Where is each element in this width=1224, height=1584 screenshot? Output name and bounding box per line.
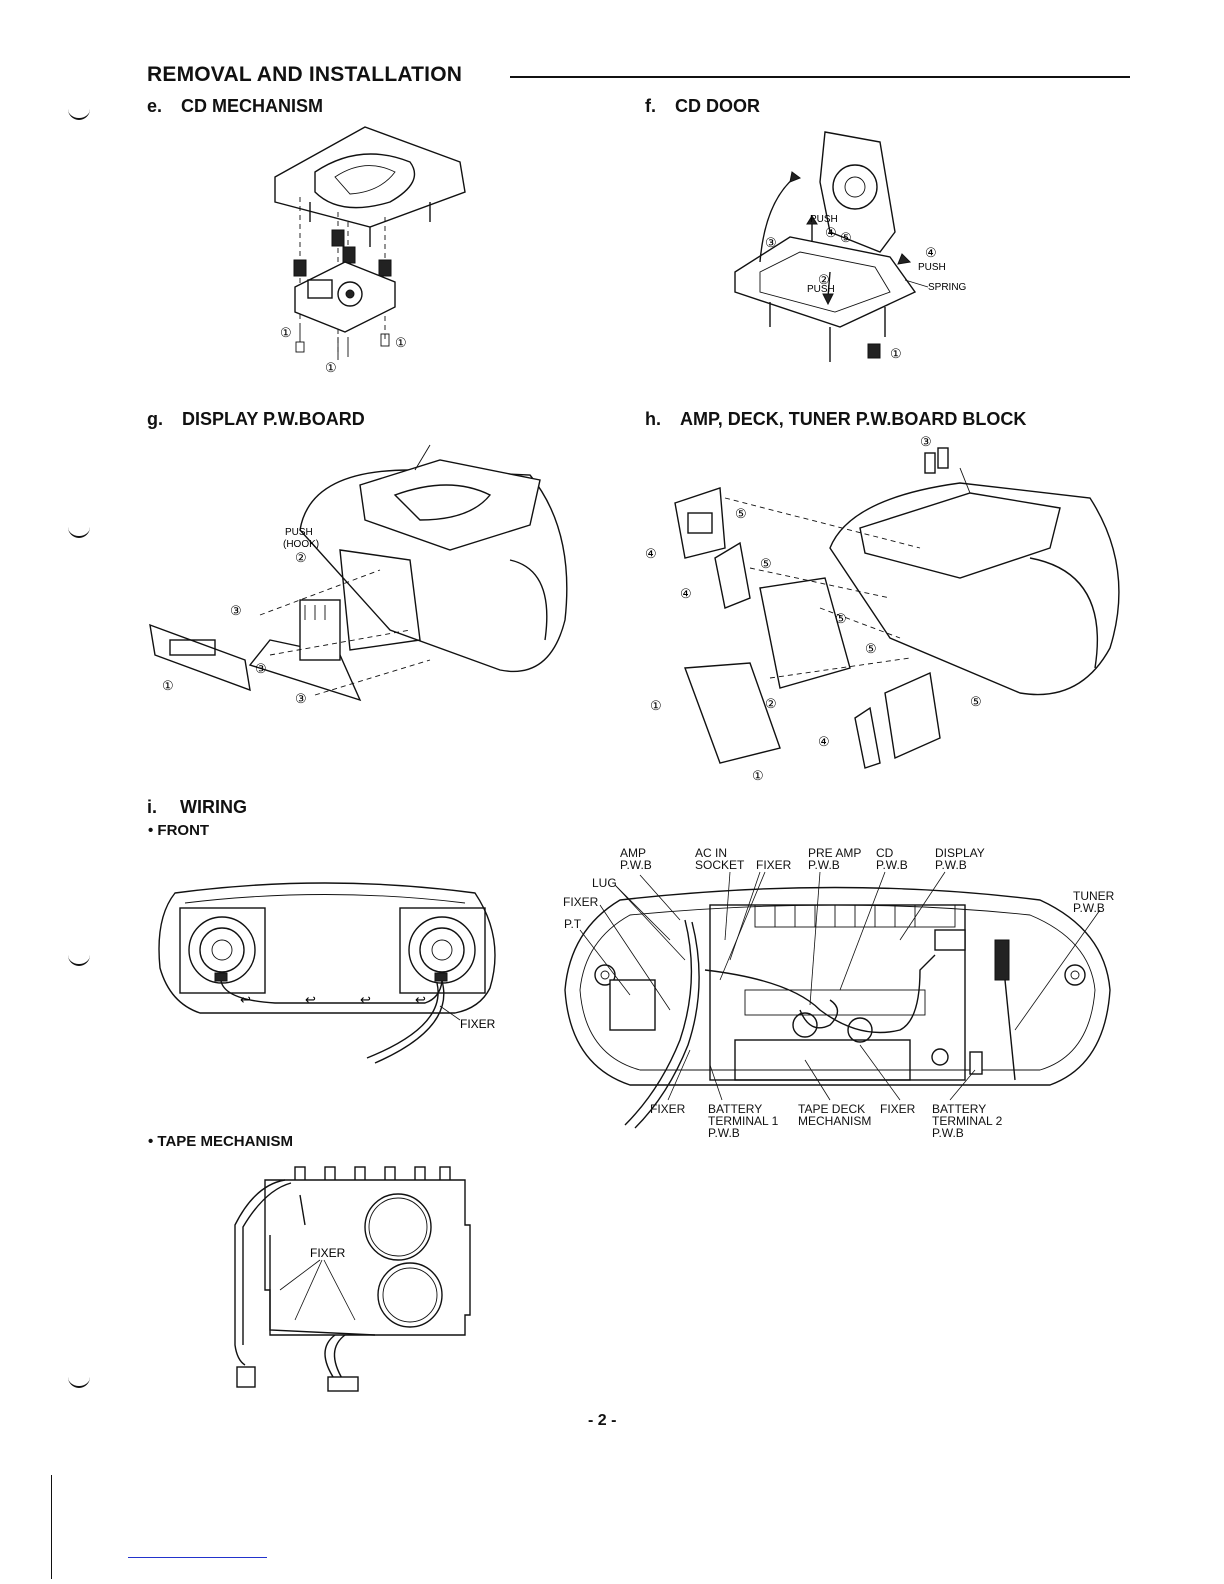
section-e-title: CD MECHANISM (181, 96, 324, 116)
label-ac-in: AC IN (695, 846, 728, 860)
footer-link-underline (128, 1557, 267, 1558)
step-marker: ③ (765, 235, 777, 250)
step-marker: ③ (255, 661, 267, 676)
section-h-label: h. (645, 409, 661, 429)
fixer-marker: ↩ (240, 992, 251, 1007)
section-h-heading: h. AMP, DECK, TUNER P.W.BOARD BLOCK (645, 409, 1026, 430)
hook-label: (HOOK) (283, 539, 319, 550)
label-tape-deck: TAPE DECK (798, 1102, 866, 1116)
display-pwboard-diagram: PUSH (HOOK) ② ③ ③ ① ③ (149, 444, 568, 706)
step-marker: ① (280, 325, 292, 340)
section-i-heading: i. WIRING (147, 797, 247, 818)
step-marker: ① (890, 346, 902, 361)
section-g-title: DISPLAY P.W.BOARD (182, 409, 365, 429)
label-pre-amp: PRE AMP (808, 846, 862, 860)
step-marker: ⑤ (835, 611, 847, 626)
label-fixer-bottom-1: FIXER (650, 1102, 686, 1116)
step-marker: ③ (230, 603, 242, 618)
front-subheading: • FRONT (148, 822, 210, 839)
step-marker: ④ (825, 225, 837, 240)
step-marker: ⑤ (760, 556, 772, 571)
step-marker: ② (295, 550, 307, 565)
push-label: PUSH (807, 284, 835, 295)
margin-mark (68, 526, 90, 538)
section-i-label: i. (147, 797, 158, 817)
step-marker: ③ (920, 434, 932, 449)
page-title: REMOVAL AND INSTALLATION (147, 63, 463, 86)
tape-fixer-label: FIXER (310, 1246, 346, 1260)
fixer-marker: ↩ (415, 992, 426, 1007)
step-marker: ② (765, 696, 777, 711)
step-marker: ④ (925, 245, 937, 260)
amp-deck-tuner-diagram: ⑤ ④ ⑤ ④ ⑤ ⑤ ① ② ④ ⑤ ① ③ (645, 434, 1120, 783)
step-marker: ⑤ (970, 694, 982, 709)
label-battery-1: BATTERY (708, 1102, 763, 1116)
step-marker: ① (325, 360, 337, 375)
step-marker: ① (752, 768, 764, 783)
step-marker: ④ (645, 546, 657, 561)
section-f-label: f. (645, 96, 656, 116)
label-mechanism: MECHANISM (798, 1114, 872, 1128)
section-i-title: WIRING (180, 797, 248, 817)
step-marker: ⑤ (840, 230, 852, 245)
margin-mark (68, 954, 90, 966)
page-number: - 2 - (588, 1412, 617, 1429)
label-cd-pwb: P.W.B (876, 858, 908, 872)
front-fixer-label: FIXER (460, 1017, 496, 1031)
label-socket: SOCKET (695, 858, 745, 872)
section-h-title: AMP, DECK, TUNER P.W.BOARD BLOCK (680, 409, 1027, 429)
label-terminal-1-pwb: P.W.B (708, 1126, 740, 1140)
step-marker: ③ (295, 691, 307, 706)
label-cd: CD (876, 846, 894, 860)
section-e-label: e. (147, 96, 163, 116)
step-marker: ① (162, 678, 174, 693)
step-marker: ① (650, 698, 662, 713)
label-pre-amp-pwb: P.W.B (808, 858, 840, 872)
left-edge-rule (51, 1475, 52, 1579)
spring-label: SPRING (928, 282, 967, 293)
label-terminal-2-pwb: P.W.B (932, 1126, 964, 1140)
cd-door-diagram: PUSH ④ ③ ⑤ ④ PUSH ② PUSH SPRING ① (734, 131, 967, 362)
step-marker: ⑤ (865, 641, 877, 656)
label-amp: AMP (620, 846, 647, 860)
front-wiring-diagram: ↩ ↩ ↩ ↩ FIXER (158, 882, 496, 1064)
push-label: PUSH (810, 214, 838, 225)
label-display-pwb: P.W.B (935, 858, 967, 872)
section-f-title: CD DOOR (675, 96, 761, 116)
tape-subheading: • TAPE MECHANISM (148, 1133, 293, 1150)
label-fixer-left: FIXER (563, 895, 599, 909)
step-marker: ④ (680, 586, 692, 601)
label-pt: P.T (564, 917, 582, 931)
push-label: PUSH (918, 262, 946, 273)
label-tuner-pwb: P.W.B (1073, 901, 1105, 915)
section-g-label: g. (147, 409, 163, 429)
tape-mechanism-diagram: FIXER (234, 1166, 471, 1392)
label-lug: LUG (592, 876, 617, 890)
main-wiring-diagram (564, 871, 1111, 1129)
label-display: DISPLAY (935, 846, 985, 860)
cd-mechanism-diagram: ① ① ① (274, 126, 466, 375)
step-marker: ① (395, 335, 407, 350)
margin-mark (68, 108, 90, 120)
margin-mark (68, 1376, 90, 1388)
fixer-marker: ↩ (305, 992, 316, 1007)
step-marker: ⑤ (735, 506, 747, 521)
section-g-heading: g. DISPLAY P.W.BOARD (147, 409, 365, 430)
push-label: PUSH (285, 527, 313, 538)
section-f-heading: f. CD DOOR (645, 96, 760, 117)
title-rule (510, 76, 1130, 78)
label-fixer-top: FIXER (756, 858, 792, 872)
step-marker: ② (818, 272, 830, 287)
label-terminal-1: TERMINAL 1 (708, 1114, 779, 1128)
label-tuner: TUNER (1073, 889, 1115, 903)
label-battery-2: BATTERY (932, 1102, 987, 1116)
step-marker: ④ (818, 734, 830, 749)
fixer-marker: ↩ (360, 992, 371, 1007)
section-e-heading: e. CD MECHANISM (147, 96, 323, 117)
label-amp-pwb: P.W.B (620, 858, 652, 872)
label-fixer-bottom-2: FIXER (880, 1102, 916, 1116)
label-terminal-2: TERMINAL 2 (932, 1114, 1003, 1128)
